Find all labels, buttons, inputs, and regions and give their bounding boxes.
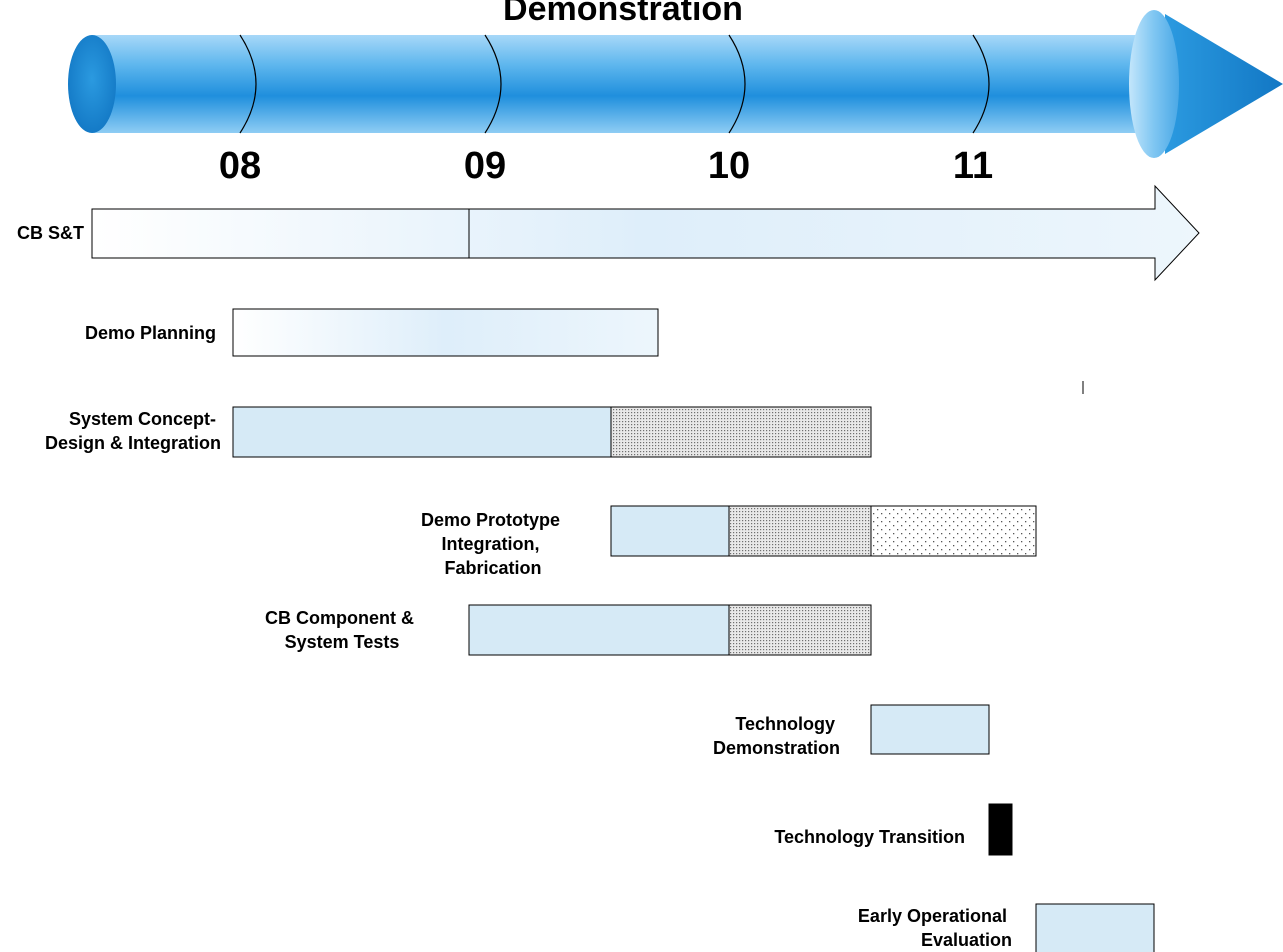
year-label-10: 10 xyxy=(708,145,750,187)
row-label-cb-st: CB S&T xyxy=(17,223,84,243)
year-label-09: 09 xyxy=(464,145,506,187)
bar-tech-transition xyxy=(988,803,1013,856)
bar-tech-demonstration xyxy=(870,704,990,755)
timeline-end-cap xyxy=(68,35,116,133)
bar-system-concept-design xyxy=(232,406,612,458)
row-label-tech-transition: Technology Transition xyxy=(774,827,965,847)
row-label-cb-component: CB Component & System Tests xyxy=(265,608,419,652)
timeline-cylinder xyxy=(92,35,1182,133)
bar-demo-planning xyxy=(232,308,659,357)
bar-system-concept-integration xyxy=(610,406,872,458)
year-ring-11 xyxy=(972,34,990,134)
row-label-demo-prototype: Demo Prototype Integration, Fabrication xyxy=(421,510,565,578)
arrow-head xyxy=(1165,14,1283,154)
bar-cb-system-tests xyxy=(728,604,872,656)
bar-demo-prototype-fabrication xyxy=(728,505,872,557)
year-ring-09 xyxy=(484,34,502,134)
year-label-11: 11 xyxy=(953,145,993,187)
year-ring-10 xyxy=(728,34,746,134)
diagram-title: Demonstration xyxy=(503,0,743,28)
year-ring-08 xyxy=(239,34,257,134)
bar-demo-prototype-final xyxy=(870,505,1037,557)
row-label-system-concept: System Concept- Design & Integration xyxy=(45,409,221,453)
bar-cb-st xyxy=(91,184,1200,282)
row-label-early-eval: Early Operational Evaluation xyxy=(858,906,1012,950)
bar-demo-prototype-integration xyxy=(610,505,730,557)
bar-cb-component-tests xyxy=(468,604,730,656)
row-label-demo-planning: Demo Planning xyxy=(85,323,216,343)
arrow-head-collar xyxy=(1129,10,1179,158)
row-label-tech-demo: Technology Demonstration xyxy=(713,714,840,758)
timeline-arrow xyxy=(68,10,1283,158)
year-label-08: 08 xyxy=(219,145,261,187)
bar-early-operational-eval xyxy=(1035,903,1155,952)
